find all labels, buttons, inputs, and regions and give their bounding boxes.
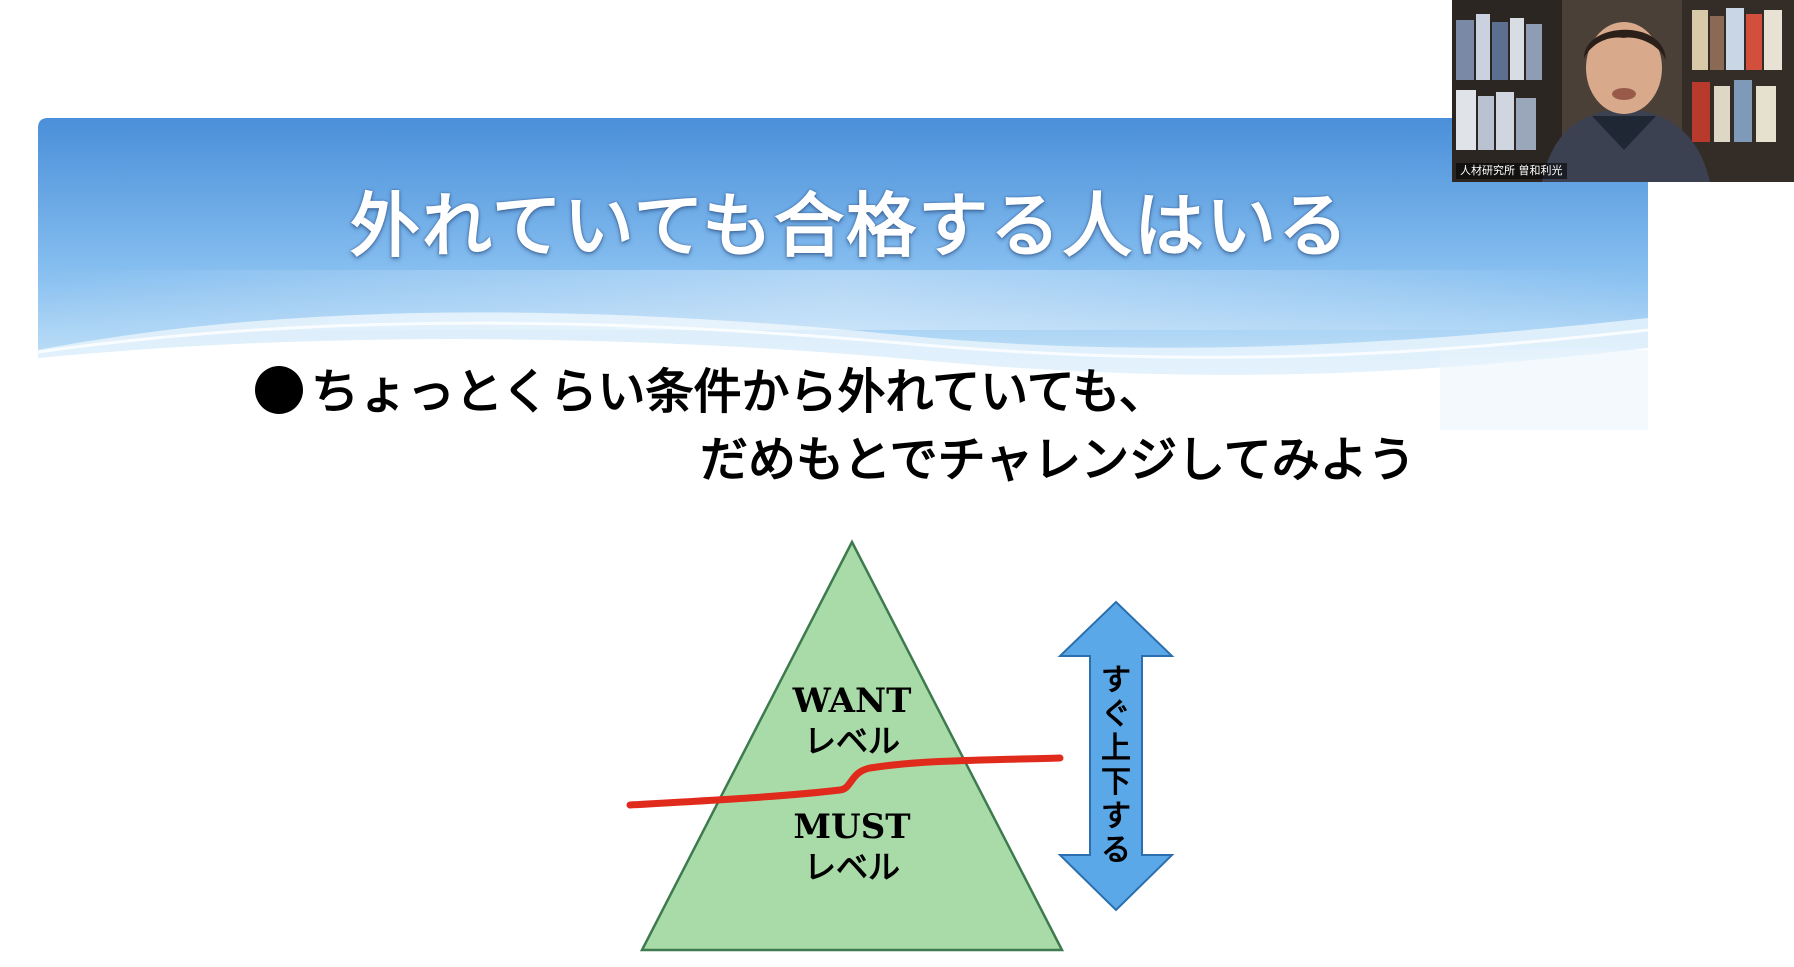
threshold-red-line [626, 754, 1064, 809]
slide-header-banner [37, 118, 1649, 440]
must-label-line2: レベル [804, 848, 900, 886]
bullet-point: ちょっとくらい条件から外れていても、 [255, 360, 1435, 424]
participant-video-feed [1452, 0, 1794, 182]
bullet-dot-icon [255, 366, 303, 414]
must-label-line1: MUST [793, 807, 910, 847]
want-label-line1: WANT [792, 681, 912, 721]
bullet-text-line1: ちょっとくらい条件から外れていても、 [311, 364, 1167, 420]
bullet-text-line2: だめもとでチャレンジしてみよう [700, 432, 1416, 488]
arrow-label: すぐ上下する [1101, 663, 1131, 868]
participant-video-tile[interactable]: 人材研究所 曽和利光 [1452, 0, 1794, 182]
pyramid-triangle [639, 539, 1065, 952]
want-label-line2: レベル [804, 722, 900, 760]
participant-name-label: 人材研究所 曽和利光 [1456, 163, 1567, 179]
up-down-arrow-icon [1057, 600, 1175, 912]
slide-title: 外れていても合格する人はいる [349, 184, 1351, 267]
